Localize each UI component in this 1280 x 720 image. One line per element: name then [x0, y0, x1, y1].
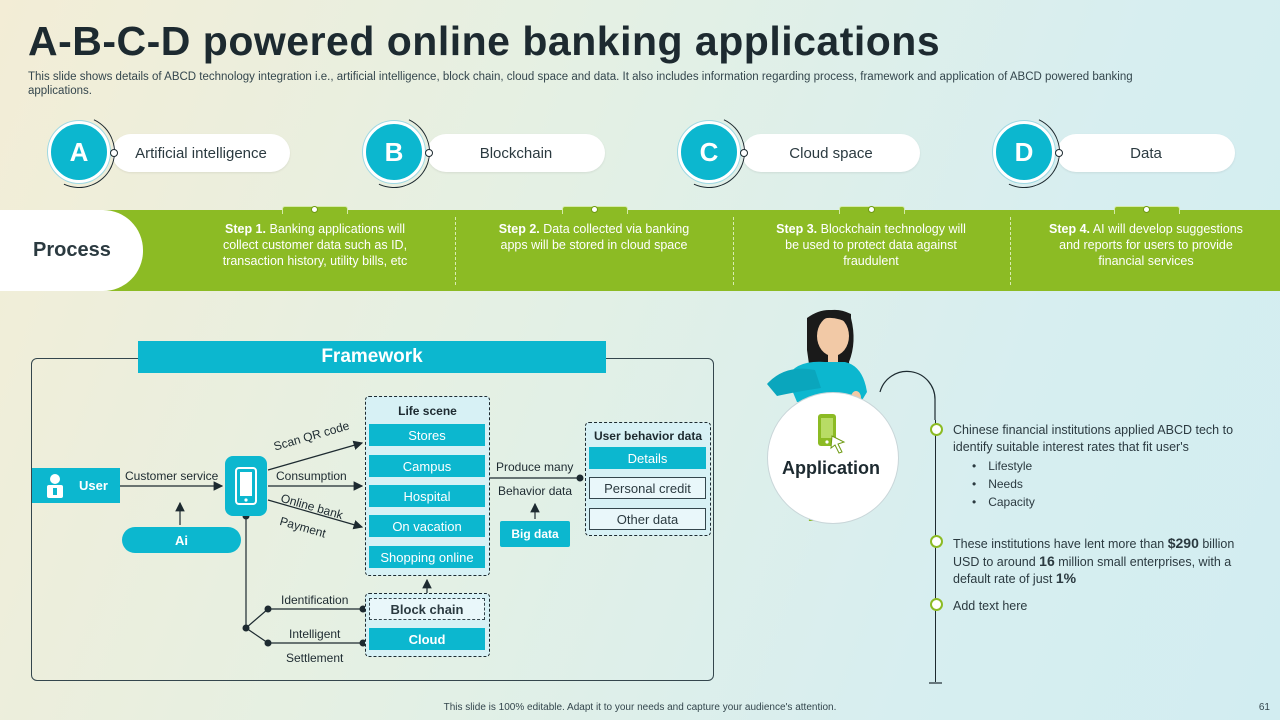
step-divider: [733, 217, 734, 285]
slide-subtitle: This slide shows details of ABCD technol…: [28, 71, 1133, 97]
timeline-dot: [930, 423, 943, 436]
timeline-line: [935, 420, 936, 682]
abcd-item-a: Artificial intelligence A: [32, 105, 334, 199]
process-step-4: Step 4. AI will develop suggestions and …: [1046, 221, 1246, 269]
user-behavior-item: Details: [589, 447, 706, 469]
user-behavior-item: Other data: [589, 508, 706, 530]
settlement-label: Settlement: [286, 651, 344, 665]
block-chain-box: Block chain: [369, 598, 485, 620]
intelligent-label: Intelligent: [289, 627, 341, 641]
application-bullets: Lifestyle Needs Capacity: [972, 457, 1035, 511]
customer-service-label: Customer service: [125, 469, 219, 483]
abcd-item-b: Blockchain B: [347, 105, 649, 199]
step-tab-dot: [1143, 206, 1150, 213]
application-point-1: Chinese financial institutions applied A…: [953, 423, 1234, 454]
user-icon: [47, 474, 63, 498]
step-number: Step 1.: [225, 222, 266, 236]
step-tab-dot: [868, 206, 875, 213]
life-scene-item: Hospital: [369, 485, 485, 507]
point2-rate: 1%: [1055, 570, 1077, 586]
produce-many-label: Produce many: [496, 460, 574, 474]
step-number: Step 3.: [776, 222, 818, 236]
step-text: Banking applications will collect custom…: [222, 222, 408, 268]
phone-node: [225, 456, 267, 516]
smartphone-icon: [235, 467, 257, 505]
abcd-label: Cloud space: [742, 134, 920, 172]
timeline-dot: [930, 535, 943, 548]
process-step-3: Step 3. Blockchain technology will be us…: [771, 221, 971, 269]
life-scene-item: Shopping online: [369, 546, 485, 568]
mobile-touch-icon: [818, 414, 846, 454]
process-band: [0, 210, 1280, 291]
identification-label: Identification: [281, 593, 349, 607]
point2-count: 16: [1039, 552, 1055, 569]
bullet-item: Lifestyle: [972, 457, 1035, 475]
framework-title: Framework: [138, 341, 606, 373]
point2-text: billion USD to around: [953, 537, 1235, 569]
user-behavior-title: User behavior data: [593, 429, 703, 443]
step-divider: [1010, 217, 1011, 285]
step-tab-dot: [591, 206, 598, 213]
application-point-3: Add text here: [953, 599, 1028, 613]
step-text: AI will develop suggestions and reports …: [1059, 222, 1243, 268]
step-text: Blockchain technology will be used to pr…: [785, 222, 966, 268]
slide-title: A-B-C-D powered online banking applicati…: [28, 18, 941, 64]
consumption-label: Consumption: [276, 469, 347, 483]
abcd-label: Artificial intelligence: [112, 134, 290, 172]
life-scene-item: Stores: [369, 424, 485, 446]
point2-amount: $290: [1167, 535, 1199, 551]
ai-pill: Ai: [122, 527, 241, 553]
abcd-item-c: Cloud space C: [662, 105, 964, 199]
connector-dot: [1055, 149, 1063, 157]
point2-text: These institutions have lent more than: [953, 537, 1165, 551]
connector-dot: [425, 149, 433, 157]
step-divider: [455, 217, 456, 285]
process-step-2: Step 2. Data collected via banking apps …: [494, 221, 694, 253]
connector-dot: [740, 149, 748, 157]
user-behavior-item: Personal credit: [589, 477, 706, 499]
process-step-1: Step 1. Banking applications will collec…: [215, 221, 415, 269]
abcd-letter: B: [363, 121, 425, 183]
abcd-label: Data: [1057, 134, 1235, 172]
step-text: Data collected via banking apps will be …: [500, 222, 690, 252]
bullet-item: Needs: [972, 475, 1035, 493]
life-scene-title: Life scene: [398, 404, 457, 418]
abcd-letter: C: [678, 121, 740, 183]
timeline-dot: [930, 598, 943, 611]
abcd-label: Blockchain: [427, 134, 605, 172]
footer-note: This slide is 100% editable. Adapt it to…: [443, 702, 837, 713]
behavior-data-label: Behavior data: [498, 484, 573, 498]
big-data-box: Big data: [500, 521, 570, 547]
point2-text: million small enterprises, with a defaul…: [953, 554, 1232, 587]
page-number: 61: [1258, 702, 1270, 713]
user-box: User: [32, 468, 120, 503]
woman-illustration: [767, 309, 889, 522]
step-tab-dot: [311, 206, 318, 213]
connector-dot: [110, 149, 118, 157]
step-number: Step 2.: [498, 222, 540, 236]
step-number: Step 4.: [1049, 222, 1091, 236]
application-label: Application: [782, 458, 880, 478]
bullet-item: Capacity: [972, 493, 1035, 511]
abcd-item-d: Data D: [977, 105, 1279, 199]
abcd-letter: A: [48, 121, 110, 183]
application-point-2: These institutions have lent more than $…: [953, 535, 1253, 588]
life-scene-item: Campus: [369, 455, 485, 477]
life-scene-item: On vacation: [369, 515, 485, 537]
cloud-box: Cloud: [369, 628, 485, 650]
process-label: Process: [0, 210, 143, 291]
user-label: User: [79, 478, 108, 493]
abcd-letter: D: [993, 121, 1055, 183]
